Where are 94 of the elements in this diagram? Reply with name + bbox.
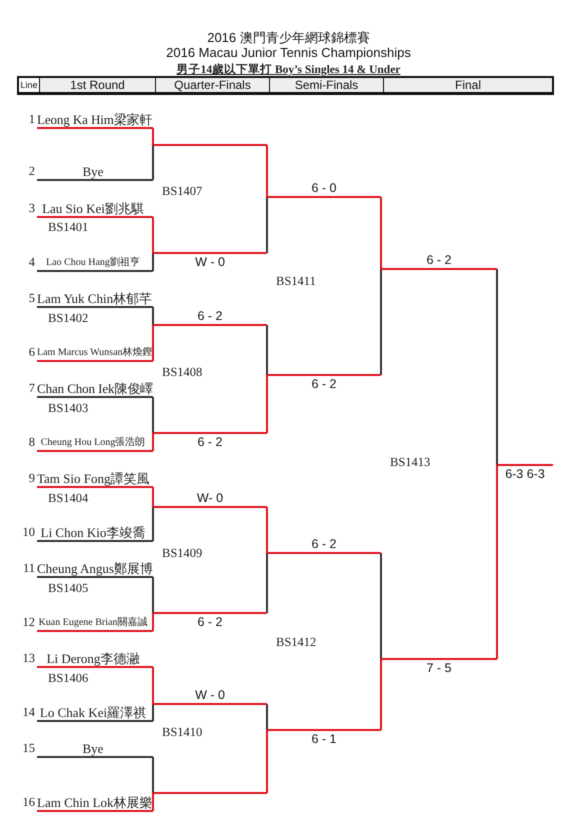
match-code: BS1408: [162, 365, 202, 380]
score-slot: 6 - 2: [153, 432, 267, 450]
player-slot: Lam Marcus Wunsan林煥鏗: [37, 345, 153, 362]
score-slot: 6 - 2: [153, 612, 267, 630]
bracket-connector: [152, 307, 154, 326]
score-slot: 6 - 2: [153, 309, 267, 326]
line-number: 4: [28, 255, 35, 270]
match-code: BS1403: [48, 401, 88, 416]
event-name: 男子14歲以下單打 Boy’s Singles 14 & Under: [175, 62, 402, 77]
match-code: BS1401: [48, 220, 88, 235]
bracket-connector: [380, 268, 382, 375]
line-number: 16: [22, 795, 35, 810]
bracket-connector: [152, 792, 154, 811]
title: 2016 澳門青少年網球錦標賽: [206, 29, 371, 47]
bracket-line: [153, 144, 267, 146]
line-number: 9: [28, 471, 35, 486]
player-slot: Lao Chou Hang劉祖亨: [37, 255, 153, 272]
score-slot: 6 - 2: [267, 374, 381, 392]
bracket-connector: [266, 729, 268, 793]
player-slot: Tam Sio Fong譚笑風: [37, 471, 153, 488]
bracket-connector: [266, 704, 268, 731]
player-slot: Bye: [37, 741, 153, 758]
bracket-connector: [152, 397, 154, 434]
line-number: 12: [22, 615, 35, 630]
bracket-connector: [266, 374, 268, 433]
bracket-connector: [152, 612, 154, 631]
score-slot: 7 - 5: [381, 658, 497, 676]
player-slot: Lam Chin Lok林展樂: [37, 795, 153, 812]
match-code: BS1411: [276, 274, 316, 289]
bracket-connector: [496, 269, 498, 466]
match-code: BS1410: [162, 725, 202, 740]
bracket-connector: [152, 757, 154, 794]
match-code: BS1407: [162, 184, 202, 199]
match-code: BS1405: [48, 581, 88, 596]
player-slot: Bye: [37, 164, 153, 181]
bracket-connector: [152, 324, 154, 361]
line-number: 1: [28, 112, 35, 127]
score-slot: W- 0: [153, 491, 267, 508]
bracket-connector: [266, 325, 268, 376]
bracket-connector: [152, 252, 154, 271]
bracket-connector: [152, 487, 154, 508]
player-slot: Chan Chon Iek陳俊嶧: [37, 381, 153, 398]
line-number: 7: [28, 381, 35, 396]
line-number: 8: [28, 435, 35, 450]
player-slot: Cheung Angus鄭展博: [37, 561, 153, 578]
bracket-connector: [152, 703, 154, 721]
score-slot: 6 - 0: [267, 181, 381, 198]
bracket-connector: [152, 144, 154, 180]
match-code: BS1404: [48, 491, 88, 506]
line-number: 2: [28, 164, 35, 179]
bracket-connector: [152, 217, 154, 254]
player-slot: Lam Yuk Chin林郁芊: [37, 291, 153, 308]
bracket-connector: [152, 128, 154, 146]
bracket-connector: [266, 507, 268, 554]
player-slot: Leong Ka Him梁家軒: [37, 112, 153, 129]
score-slot: 6 - 2: [381, 253, 497, 270]
match-code: BS1412: [276, 635, 316, 650]
score-slot: W - 0: [153, 252, 267, 270]
match-code: BS1413: [390, 455, 430, 470]
bracket-connector: [152, 506, 154, 541]
line-number: 14: [22, 705, 35, 720]
match-code: BS1409: [162, 546, 202, 561]
player-slot: Li Chon Kio李竣喬: [37, 525, 153, 542]
line-number: 6: [28, 345, 35, 360]
player-slot: Lo Chak Kei羅澤祺: [37, 705, 153, 722]
bracket-connector: [380, 553, 382, 660]
score-slot: 6 - 1: [267, 729, 381, 747]
bracket-connector: [152, 577, 154, 614]
bracket-connector: [152, 432, 154, 451]
bracket-connector: [266, 145, 268, 198]
line-number: 3: [28, 201, 35, 216]
score-slot: W - 0: [153, 688, 267, 705]
bracket-connector: [152, 667, 154, 705]
column-header: Line: [19, 78, 39, 92]
line-number: 11: [22, 561, 35, 576]
player-slot: Kuan Eugene Brian關嘉誠: [37, 615, 153, 632]
line-number: 15: [22, 741, 35, 756]
player-slot: Cheung Hou Long張浩朗: [37, 435, 153, 452]
line-number: 13: [22, 651, 35, 666]
line-number: 10: [22, 525, 35, 540]
player-slot: Li Derong李德瀜: [37, 651, 153, 668]
player-slot: Lau Sio Kei劉兆騏: [37, 201, 153, 218]
score-slot: 6-3 6-3: [497, 464, 553, 482]
line-number: 5: [28, 291, 35, 306]
bracket-connector: [380, 658, 382, 730]
bracket-line: [153, 792, 267, 794]
score-slot: 6 - 2: [267, 537, 381, 554]
bracket-connector: [266, 552, 268, 613]
bracket-connector: [380, 197, 382, 270]
match-code: BS1406: [48, 671, 88, 686]
bracket-connector: [496, 464, 498, 659]
bracket-connector: [266, 196, 268, 253]
match-code: BS1402: [48, 311, 88, 326]
subtitle: 2016 Macau Junior Tennis Championships: [165, 45, 412, 60]
